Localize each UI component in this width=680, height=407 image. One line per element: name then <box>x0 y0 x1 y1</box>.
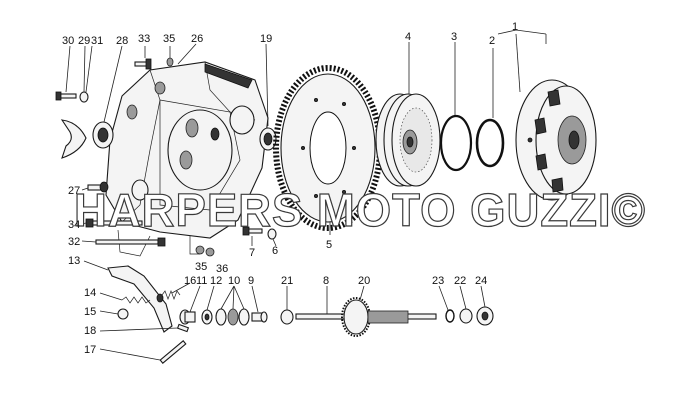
leader-lines <box>65 29 547 361</box>
nut-15 <box>117 308 129 320</box>
nut-35-bottom <box>195 245 205 255</box>
spring-16 <box>161 290 181 300</box>
washer-6 <box>267 228 277 240</box>
bearing-21 <box>280 309 294 325</box>
callout-9: 9 <box>248 275 254 287</box>
washer-35-top <box>166 57 174 67</box>
callout-34: 34 <box>68 219 80 231</box>
nut-24 <box>476 306 494 326</box>
callout-33: 33 <box>138 33 150 45</box>
bolt-33 <box>134 58 152 70</box>
callout-17: 17 <box>84 344 96 356</box>
callout-6: 6 <box>272 245 278 257</box>
ring-3 <box>439 114 473 172</box>
seal-19 <box>259 127 277 151</box>
clutch-lever-13 <box>107 265 173 333</box>
bracket-left <box>60 119 87 159</box>
callout-30: 30 <box>62 35 74 47</box>
callout-10: 10 <box>228 275 240 287</box>
callout-11: 11 <box>196 275 207 287</box>
washer-31 <box>79 91 89 103</box>
callout-35-top: 35 <box>163 33 175 45</box>
callout-26: 26 <box>191 33 203 45</box>
callout-32: 32 <box>68 236 80 248</box>
callout-2: 2 <box>489 35 495 47</box>
clutch-housing <box>105 61 269 257</box>
callout-14: 14 <box>84 287 96 299</box>
callout-3: 3 <box>451 31 457 43</box>
pushrod-piece-9 <box>251 311 268 323</box>
pin-18 <box>176 323 190 333</box>
callout-18: 18 <box>84 325 96 337</box>
bearing-28 <box>92 121 114 149</box>
pin-17 <box>159 340 187 364</box>
callout-36: 36 <box>216 263 228 275</box>
callout-19: 19 <box>260 33 272 45</box>
callout-22: 22 <box>454 275 466 287</box>
gear-20 <box>341 297 409 337</box>
callout-5: 5 <box>326 239 332 251</box>
callout-4: 4 <box>405 31 411 43</box>
callout-31: 31 <box>91 35 103 47</box>
bolt-27 <box>87 181 109 193</box>
callout-8: 8 <box>323 275 329 287</box>
callout-28: 28 <box>116 35 128 47</box>
thrust-stack <box>179 308 250 326</box>
callout-7: 7 <box>249 247 255 259</box>
callout-23: 23 <box>432 275 444 287</box>
leader-housing-bottom <box>189 236 200 255</box>
ring-2 <box>475 118 505 168</box>
callout-12: 12 <box>210 275 222 287</box>
bolt-34 <box>85 218 143 228</box>
bolt-30 <box>55 91 77 101</box>
callout-16: 16 <box>184 275 196 287</box>
washer-22 <box>459 308 473 324</box>
callout-29: 29 <box>78 35 90 47</box>
bolt-32 <box>95 237 166 247</box>
callout-21: 21 <box>281 275 293 287</box>
clutch-disc-4 <box>375 93 441 187</box>
callout-35-bottom: 35 <box>195 261 207 273</box>
bolt-7 <box>242 226 263 236</box>
callout-1: 1 <box>512 21 518 33</box>
watermark: HARPERS MOTO GUZZI© <box>74 184 646 236</box>
callout-15: 15 <box>84 306 96 318</box>
callout-27: 27 <box>68 185 80 197</box>
spring-14 <box>121 296 151 304</box>
callout-24: 24 <box>475 275 487 287</box>
callout-13: 13 <box>68 255 80 267</box>
callout-20: 20 <box>358 275 370 287</box>
washer-36 <box>205 247 215 257</box>
callout-labels: 1 2 3 4 5 6 7 8 9 10 11 12 13 14 15 16 1… <box>62 21 518 356</box>
pressure-plate-1 <box>515 79 597 201</box>
ring-23 <box>445 309 455 323</box>
